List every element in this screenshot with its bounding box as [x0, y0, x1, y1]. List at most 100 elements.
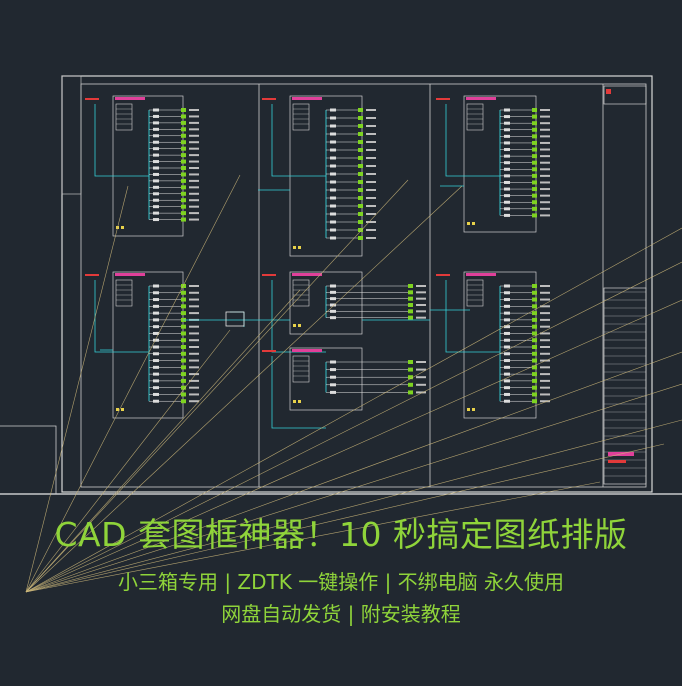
- feeder-green-mark: [408, 390, 413, 395]
- feeder-text: [540, 181, 550, 184]
- feeder-text: [540, 148, 550, 151]
- feeder-breaker: [504, 141, 510, 145]
- feeder-breaker: [330, 368, 336, 372]
- feeder-text: [189, 346, 199, 348]
- feeder-breaker: [330, 236, 336, 240]
- feeder-text: [366, 141, 376, 143]
- feeder-text: [540, 352, 550, 355]
- feeder-green-mark: [358, 236, 363, 240]
- feeder-text: [189, 115, 199, 118]
- feeder-green-mark: [532, 140, 537, 145]
- feeder-text: [416, 368, 426, 371]
- feeder-green-mark: [532, 351, 537, 356]
- feeder-breaker: [330, 164, 336, 168]
- feeder-breaker: [504, 325, 510, 329]
- feeder-green-mark: [181, 290, 186, 295]
- feeder-breaker: [504, 372, 510, 376]
- feeder-breaker: [330, 290, 336, 294]
- leader-line: [25, 299, 682, 593]
- panel-box: [289, 271, 363, 335]
- feeder-text: [189, 186, 199, 189]
- feeder-text: [189, 199, 199, 202]
- feeder-text: [540, 188, 550, 191]
- feeder-text: [366, 173, 376, 175]
- feeder-breaker: [504, 284, 510, 288]
- distribution-panel-icon: [436, 95, 550, 233]
- feeder-text: [366, 237, 376, 239]
- feeder-breaker: [330, 360, 336, 364]
- feeder-green-mark: [532, 200, 537, 205]
- leader-line: [25, 174, 241, 593]
- feeder-breaker: [153, 331, 159, 335]
- feeder-text: [366, 133, 376, 135]
- feeder-text: [416, 316, 426, 319]
- feeder-breaker: [153, 284, 159, 288]
- feeder-breaker: [330, 124, 336, 128]
- feeder-text: [540, 207, 550, 210]
- feeder-text: [189, 134, 199, 137]
- leader-line: [25, 419, 682, 593]
- feeder-text: [540, 122, 550, 125]
- leader-line: [25, 261, 682, 593]
- feeder-breaker: [153, 108, 159, 112]
- feeder-text: [366, 149, 376, 151]
- feeder-text: [540, 135, 550, 138]
- feeder-green-mark: [181, 178, 186, 183]
- feeder-green-mark: [181, 108, 186, 112]
- feeder-breaker: [504, 134, 510, 138]
- feeder-text: [540, 141, 550, 144]
- feeder-green-mark: [532, 147, 537, 152]
- panel-marker: [293, 400, 296, 403]
- leader-line: [25, 289, 301, 593]
- feeder-green-mark: [181, 166, 186, 170]
- feeder-text: [540, 346, 550, 348]
- feeder-breaker: [153, 198, 159, 202]
- feeder-green-mark: [358, 188, 363, 192]
- feeder-green-mark: [181, 392, 186, 397]
- feeder-breaker: [153, 311, 159, 315]
- distribution-panel-icon: [262, 95, 376, 257]
- junction-box: [225, 311, 245, 327]
- feeder-breaker: [504, 121, 510, 125]
- panel-info-table: [466, 103, 484, 131]
- feeder-green-mark: [358, 212, 363, 216]
- feeder-breaker: [330, 148, 336, 152]
- feeder-green-mark: [181, 153, 186, 158]
- distribution-panel-icon: [436, 271, 550, 419]
- feeder-text: [540, 174, 550, 177]
- feeder-text: [189, 352, 199, 355]
- panel-tag-label: [85, 274, 99, 276]
- feeder-text: [540, 359, 550, 362]
- feeder-text: [540, 386, 550, 389]
- title-block-icon: [603, 85, 647, 485]
- feeder-text: [540, 291, 550, 294]
- panel-info-table: [292, 103, 310, 131]
- feeder-breaker: [504, 392, 510, 396]
- feeder-green-mark: [532, 290, 537, 295]
- feeder-green-mark: [181, 351, 186, 356]
- feeder-text: [189, 339, 199, 342]
- feeder-breaker: [153, 147, 159, 151]
- feeder-text: [540, 400, 550, 403]
- panel-marker: [293, 246, 296, 249]
- leader-line: [25, 383, 682, 593]
- feeder-breaker: [504, 174, 510, 178]
- feeder-green-mark: [181, 114, 186, 119]
- panel-tag-label: [262, 350, 276, 352]
- feeder-text: [540, 393, 550, 396]
- feeder-green-mark: [408, 303, 413, 307]
- feeder-text: [189, 291, 199, 294]
- feeder-breaker: [153, 372, 159, 376]
- distribution-panel-icon: [85, 95, 199, 237]
- feeder-green-mark: [181, 133, 186, 138]
- feeder-breaker: [153, 386, 159, 390]
- panel-tag-label: [262, 98, 276, 100]
- feeder-breaker: [504, 213, 510, 217]
- feeder-breaker: [504, 304, 510, 308]
- feeder-breaker: [153, 359, 159, 363]
- feeder-green-mark: [181, 172, 186, 177]
- feeder-green-mark: [532, 385, 537, 390]
- feeder-text: [189, 147, 199, 150]
- feeder-text: [416, 383, 426, 386]
